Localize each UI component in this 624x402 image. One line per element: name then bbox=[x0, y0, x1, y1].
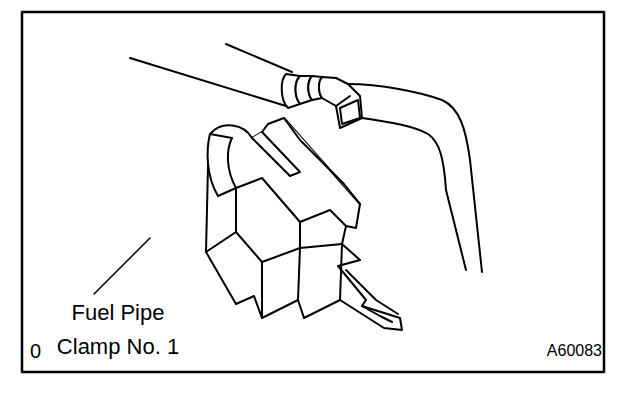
frame bbox=[22, 12, 604, 372]
part-name: Fuel Pipe Clamp No. 1 bbox=[50, 296, 186, 364]
leader-line bbox=[94, 238, 150, 294]
figure-code: A60083 bbox=[547, 334, 602, 368]
fuel-pipe-clamp bbox=[206, 118, 402, 330]
pipe-connector bbox=[282, 74, 362, 128]
page-marker: 0 bbox=[30, 334, 41, 368]
fuel-pipe bbox=[130, 44, 292, 106]
fuel-pipe bbox=[348, 84, 482, 272]
